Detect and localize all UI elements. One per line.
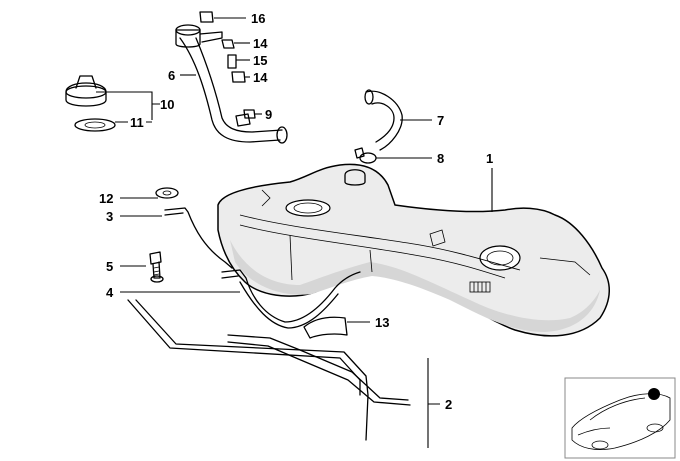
bolt-5[interactable] [149,251,164,283]
callout-9: 9 [265,107,272,122]
callout-4: 4 [106,285,114,300]
gasket-11[interactable] [74,118,116,132]
filler-cap-10[interactable] [65,75,107,107]
callout-12: 12 [99,191,113,206]
tank-strap-4[interactable] [221,269,361,329]
washer-12[interactable] [155,187,179,199]
callout-11: 11 [130,115,144,130]
nut-9[interactable] [243,109,256,119]
tank-filler-neck-stub [344,169,366,186]
car-outline-icon [571,393,671,450]
hose-clamp-8[interactable] [354,147,377,164]
clip-14-lower[interactable] [231,71,246,83]
callout-7: 7 [437,113,444,128]
callout-16: 16 [251,11,265,26]
fuel-tank[interactable] [217,163,610,337]
callout-10: 10 [160,97,174,112]
vehicle-location-thumbnail [564,377,676,459]
callout-2: 2 [445,397,452,412]
pin-15[interactable] [227,54,237,69]
callout-5: 5 [106,259,113,274]
tank-strap-3[interactable] [164,207,233,269]
callout-14-upper: 14 [253,36,268,51]
tank-opening-left [285,199,331,217]
callout-13: 13 [375,315,389,330]
callout-15: 15 [253,53,267,68]
spacer-13[interactable] [303,316,348,339]
clip-14-upper[interactable] [221,39,235,49]
vent-hose-7[interactable] [364,89,403,151]
clip-16[interactable] [199,11,214,23]
callout-8: 8 [437,151,444,166]
callout-1: 1 [486,151,493,166]
leader-lines [96,17,493,448]
callout-14-lower: 14 [253,70,268,85]
fuel-lines[interactable] [127,299,411,441]
location-marker-icon [648,388,660,400]
callout-6: 6 [168,68,175,83]
filler-pipe-6[interactable] [175,24,288,144]
tank-opening-right [479,245,521,271]
callout-3: 3 [106,209,113,224]
tank-bracket-detail [469,281,491,293]
callouts: 16 14 15 14 9 6 10 11 7 8 1 12 3 5 4 13 … [99,11,493,412]
